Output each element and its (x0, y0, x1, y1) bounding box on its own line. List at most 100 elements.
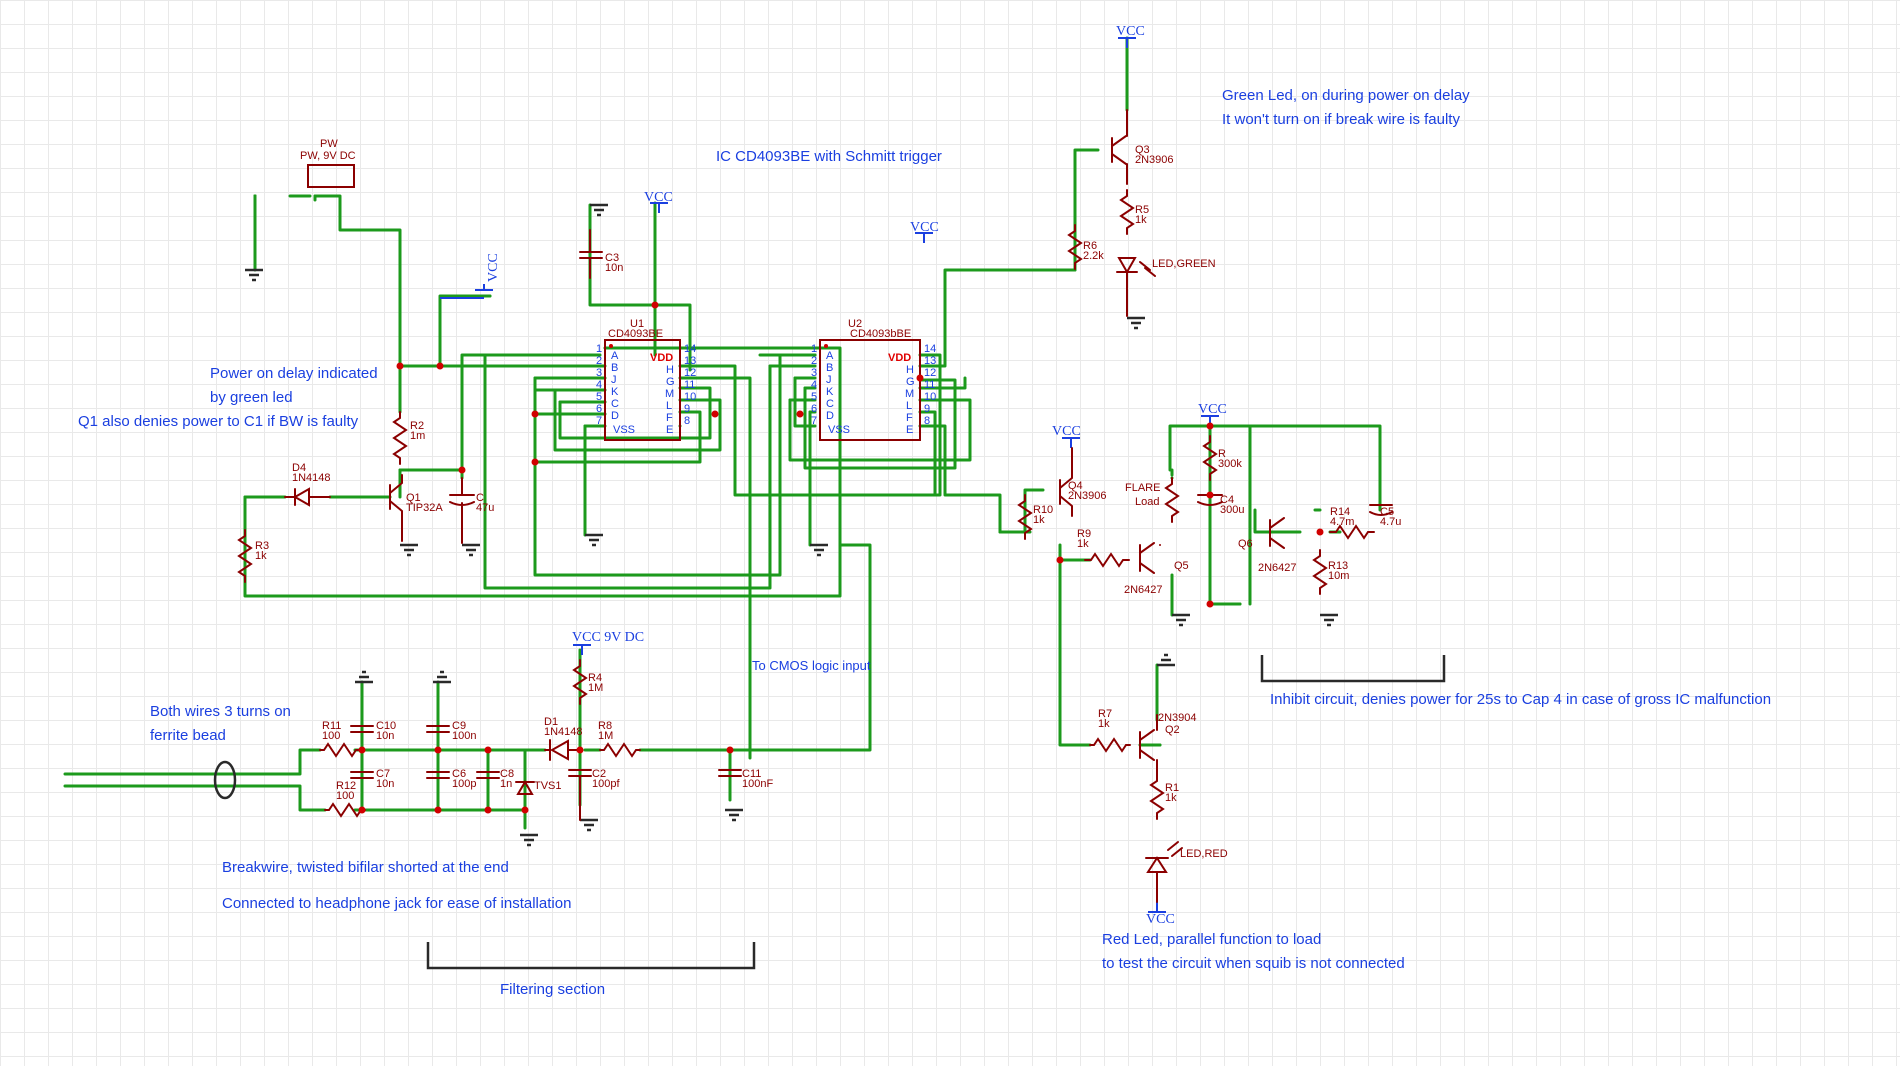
label-r14-ref: R14 (1330, 506, 1351, 518)
note-ic: IC CD4093BE with Schmitt trigger (716, 148, 942, 165)
label-c9-val: 100n (452, 730, 477, 742)
u2-pin-c: C (826, 398, 834, 410)
label-c4-val: 300u (1220, 504, 1245, 516)
label-r6-val: 2.2k (1083, 250, 1104, 262)
label-r6-ref: R6 (1083, 240, 1098, 252)
u1-pin-num-11: 11 (684, 379, 696, 391)
net-vcc-q3: VCC (1116, 24, 1145, 39)
label-r4-val: 1M (588, 682, 604, 694)
label-c6-val: 100p (452, 778, 477, 790)
u2-pin-num-6: 6 (811, 403, 818, 415)
label-r5-ref: R5 (1135, 204, 1150, 216)
note-breakwire-1: Breakwire, twisted bifilar shorted at th… (222, 859, 509, 876)
u2-pin-d: D (826, 410, 834, 422)
u2-pin-num-3: 3 (811, 367, 818, 379)
label-r11-ref: R11 (322, 720, 342, 732)
u2-pin-num-12: 12 (924, 367, 937, 379)
label-c2-ref: C2 (592, 768, 607, 780)
label-d1-val: 1N4148 (544, 726, 583, 738)
label-q5-val: 2N6427 (1124, 584, 1163, 596)
u1-pin-num-1: 1 (596, 343, 603, 355)
net-vcc-inhibit: VCC (1198, 402, 1227, 417)
net-vcc-q1: VCC (486, 253, 501, 282)
label-r4-ref: R4 (588, 672, 603, 684)
label-r9-val: 1k (1077, 538, 1089, 550)
note-cmos: To CMOS logic input (752, 658, 871, 673)
label-c7-ref: C7 (376, 768, 391, 780)
label-c11-val: 100nF (742, 778, 774, 790)
u2-pin-num-10: 10 (924, 391, 937, 403)
label-r7-val: 1k (1098, 718, 1110, 730)
label-c9-ref: C9 (452, 720, 467, 732)
label-c8-ref: C8 (500, 768, 515, 780)
note-red-led-1: Red Led, parallel function to load (1102, 931, 1322, 948)
u1-pin-num-12: 12 (684, 367, 697, 379)
vcc-symbols (440, 37, 1219, 913)
u1-pin-k: K (611, 386, 619, 398)
u2-pin-l: L (906, 400, 913, 412)
u1-pin-num-3: 3 (596, 367, 603, 379)
wires (63, 36, 1382, 830)
label-c3-val: 10n (605, 262, 624, 274)
label-r300-val: 300k (1218, 458, 1242, 470)
u2-pin-num-7: 7 (811, 415, 818, 427)
u1-pin-num-14: 14 (684, 343, 697, 355)
label-pw-val: PW, 9V DC (300, 150, 356, 162)
label-q5-ref: Q5 (1174, 560, 1189, 572)
u1-pin-c: C (611, 398, 619, 410)
u1-pin-d: D (611, 410, 619, 422)
label-c10-ref: C10 (376, 720, 397, 732)
label-c4-ref: C4 (1220, 494, 1235, 506)
u2-pin-g: G (906, 376, 915, 388)
u2-pin-num-9: 9 (924, 403, 931, 415)
label-load: Load (1135, 496, 1160, 508)
u1-pin-num-6: 6 (596, 403, 603, 415)
u1-pin-l: L (666, 400, 673, 412)
u1-pin-num-7: 7 (596, 415, 603, 427)
u1-pin-h: H (666, 364, 674, 376)
label-q1-val: TIP32A (406, 502, 443, 514)
label-r300-ref: R (1218, 448, 1226, 460)
label-c5-val: 4.7u (1380, 516, 1402, 528)
label-c2-val: 100pf (592, 778, 620, 790)
note-both-wires-2: ferrite bead (150, 727, 226, 744)
label-r1-ref: R1 (1165, 782, 1180, 794)
u2-pin-num-2: 2 (811, 355, 818, 367)
u2-pin-num-11: 11 (924, 379, 936, 391)
label-r10-ref: R10 (1033, 504, 1054, 516)
label-u1-ref: U1 (630, 318, 645, 330)
label-u1-val: CD4093BE (608, 328, 664, 340)
label-u2-ref: U2 (848, 318, 863, 330)
label-c-ref: C (476, 492, 484, 504)
label-r9-ref: R9 (1077, 528, 1092, 540)
label-r7-ref: R7 (1098, 708, 1113, 720)
u1-pin-num-8: 8 (684, 415, 691, 427)
u2-pin-m: M (905, 388, 915, 400)
label-pw-ref: PW (320, 138, 338, 150)
u2-pin-num-14: 14 (924, 343, 937, 355)
label-c-val: 47u (476, 502, 495, 514)
label-d4-ref: D4 (292, 462, 307, 474)
label-r14-val: 4.7m (1330, 516, 1355, 528)
label-u2-val: CD4093bBE (850, 328, 912, 340)
label-q2-val: 2N3904 (1158, 712, 1197, 724)
label-q4-ref: Q4 (1068, 480, 1083, 492)
u2-pin-k: K (826, 386, 834, 398)
label-r8-ref: R8 (598, 720, 613, 732)
label-c6-ref: C6 (452, 768, 467, 780)
u2-pin-e: E (906, 424, 914, 436)
u1-pin-num-9: 9 (684, 403, 691, 415)
net-vcc-u1: VCC (644, 190, 673, 205)
junctions (358, 301, 1324, 814)
label-d4-val: 1N4148 (292, 472, 331, 484)
label-flare: FLARE (1125, 482, 1161, 494)
u2-pin-num-5: 5 (811, 391, 818, 403)
u1-pin-a: A (611, 350, 619, 362)
components (213, 109, 1393, 903)
label-r13-val: 10m (1328, 570, 1350, 582)
u1-pin-num-13: 13 (684, 355, 697, 367)
label-r3-ref: R3 (255, 540, 270, 552)
label-c10-val: 10n (376, 730, 395, 742)
u2-pin-num-13: 13 (924, 355, 937, 367)
u1-pin-e: E (666, 424, 674, 436)
